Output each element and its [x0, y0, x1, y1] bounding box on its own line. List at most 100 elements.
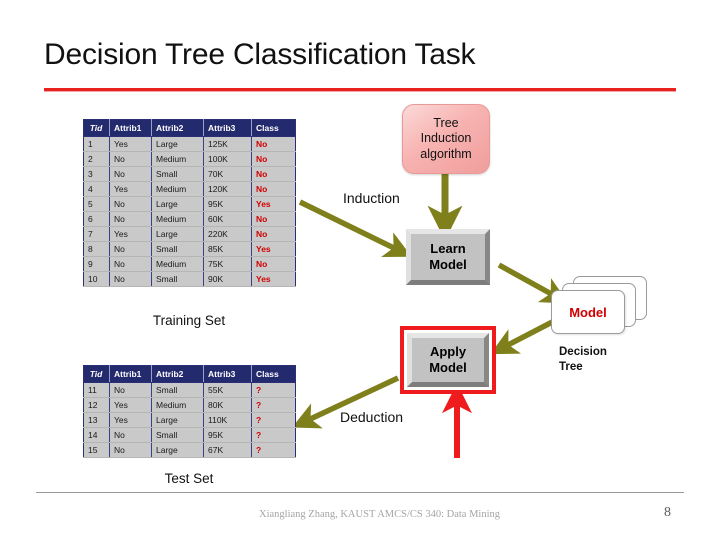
page-number: 8	[664, 505, 671, 520]
column-header-tid: Tid	[83, 119, 110, 137]
decision-tree-caption: Decision Tree	[559, 345, 607, 374]
cell-tid: 8	[83, 241, 110, 257]
cell-attrib1: No	[109, 382, 152, 398]
cell-tid: 15	[83, 442, 110, 458]
decision-tree-caption-line1: Decision	[559, 346, 607, 358]
column-header-class: Class	[251, 119, 296, 137]
column-header-class: Class	[251, 365, 296, 383]
arrow-induction-training-to-learn	[298, 199, 412, 258]
tree-induction-algorithm-box: Tree Induction algorithm	[402, 104, 490, 174]
cell-attrib1: No	[109, 151, 152, 167]
column-header-tid: Tid	[83, 365, 110, 383]
cell-attrib2: Large	[151, 412, 204, 428]
cell-tid: 11	[83, 382, 110, 398]
cell-attrib1: No	[109, 166, 152, 182]
table-header-row: Tid Attrib1 Attrib2 Attrib3 Class	[83, 119, 296, 137]
test-set-caption: Test Set	[164, 471, 214, 486]
cell-attrib2: Small	[151, 271, 204, 287]
cell-attrib1: No	[109, 241, 152, 257]
apply-model-line1: Apply	[429, 343, 467, 359]
cell-class: Yes	[251, 271, 296, 287]
column-header-attrib1: Attrib1	[109, 365, 152, 383]
cell-tid: 10	[83, 271, 110, 287]
cell-class: Yes	[251, 196, 296, 212]
cell-attrib1: No	[109, 211, 152, 227]
column-header-attrib1: Attrib1	[109, 119, 152, 137]
cell-tid: 9	[83, 256, 110, 272]
cell-attrib3: 60K	[203, 211, 252, 227]
cell-tid: 14	[83, 427, 110, 443]
cell-class: ?	[251, 397, 296, 413]
cell-attrib3: 70K	[203, 166, 252, 182]
cell-attrib3: 75K	[203, 256, 252, 272]
cell-attrib3: 95K	[203, 427, 252, 443]
cell-attrib2: Small	[151, 241, 204, 257]
cell-tid: 1	[83, 136, 110, 152]
cell-attrib3: 55K	[203, 382, 252, 398]
apply-model-highlight-frame: Apply Model	[400, 326, 496, 394]
cell-attrib1: Yes	[109, 226, 152, 242]
cell-attrib2: Medium	[151, 181, 204, 197]
cell-attrib1: No	[109, 427, 152, 443]
cell-attrib1: No	[109, 271, 152, 287]
cell-attrib1: No	[109, 196, 152, 212]
cell-class: ?	[251, 412, 296, 428]
cell-attrib2: Medium	[151, 151, 204, 167]
cell-attrib1: Yes	[109, 136, 152, 152]
cell-attrib3: 90K	[203, 271, 252, 287]
learn-model-line1: Learn	[430, 240, 466, 256]
title-divider	[44, 88, 676, 92]
table-header-row: Tid Attrib1 Attrib2 Attrib3 Class	[83, 365, 296, 383]
cell-attrib2: Large	[151, 226, 204, 242]
cell-class: No	[251, 166, 296, 182]
model-label: Model	[569, 304, 607, 320]
cell-attrib3: 120K	[203, 181, 252, 197]
cell-attrib2: Large	[151, 196, 204, 212]
footer-divider	[36, 492, 684, 493]
cell-class: No	[251, 256, 296, 272]
cell-attrib2: Small	[151, 166, 204, 182]
cell-attrib2: Medium	[151, 256, 204, 272]
model-card-stack: Model	[551, 276, 649, 338]
cell-attrib2: Large	[151, 442, 204, 458]
arrow-learn-to-model	[497, 262, 569, 304]
footer-attribution: Xiangliang Zhang, KAUST AMCS/CS 340: Dat…	[259, 509, 501, 520]
cell-attrib2: Medium	[151, 211, 204, 227]
cell-attrib3: 80K	[203, 397, 252, 413]
cell-attrib2: Large	[151, 136, 204, 152]
cell-attrib2: Medium	[151, 397, 204, 413]
learn-model-line2: Model	[429, 257, 467, 272]
cell-attrib1: Yes	[109, 397, 152, 413]
cell-tid: 2	[83, 151, 110, 167]
cell-attrib3: 125K	[203, 136, 252, 152]
training-set-caption: Training Set	[152, 313, 226, 328]
cell-attrib1: Yes	[109, 412, 152, 428]
cell-attrib1: No	[109, 256, 152, 272]
cell-class: No	[251, 211, 296, 227]
column-header-attrib2: Attrib2	[151, 365, 204, 383]
decision-tree-caption-line2: Tree	[559, 360, 583, 373]
induction-label: Induction	[343, 190, 400, 206]
cell-attrib3: 85K	[203, 241, 252, 257]
cell-tid: 13	[83, 412, 110, 428]
cell-tid: 6	[83, 211, 110, 227]
cell-attrib1: No	[109, 442, 152, 458]
cell-attrib3: 110K	[203, 412, 252, 428]
cell-tid: 7	[83, 226, 110, 242]
cell-attrib3: 95K	[203, 196, 252, 212]
